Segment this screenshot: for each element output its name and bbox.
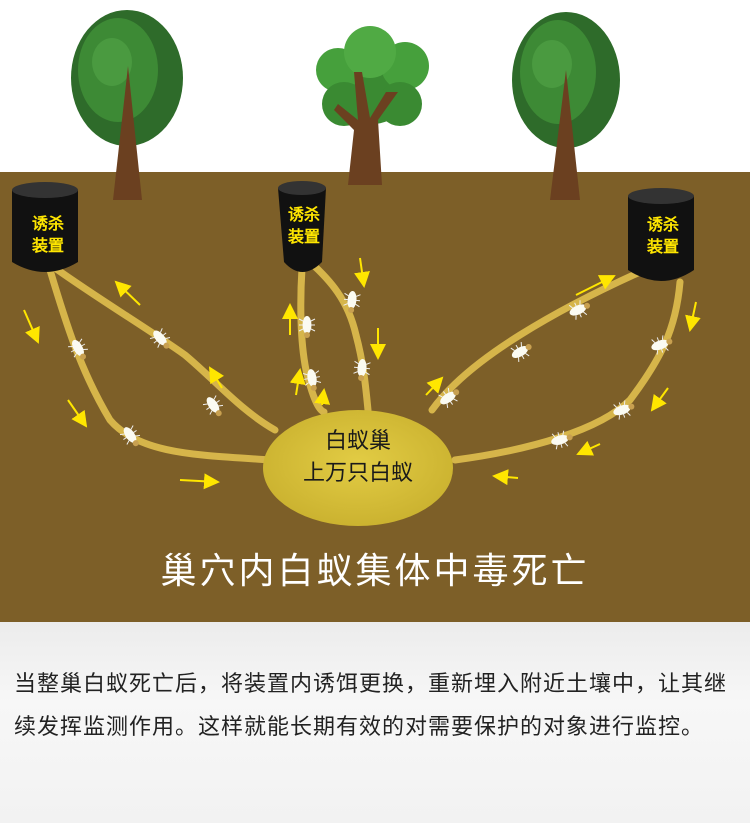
- description-panel: [0, 622, 750, 823]
- termite-icon: [119, 425, 141, 447]
- termite-icon: [568, 300, 591, 320]
- termite-icon: [613, 400, 635, 420]
- termite-nest: [263, 410, 453, 526]
- termite-icon: [149, 328, 171, 349]
- nest-label: 白蚁巢上万只白蚁: [302, 429, 413, 486]
- termite-icon: [651, 335, 673, 355]
- tree-icon: [71, 10, 183, 200]
- soil: [0, 172, 750, 623]
- description-text: 当整巢白蚁死亡后，将装置内诱饵更换，重新埋入附近土壤中，让其继续发挥监测作用。这…: [14, 672, 728, 740]
- termite-bait-illustration: [0, 10, 750, 623]
- bait-device: [278, 181, 326, 272]
- termite-icon: [551, 430, 573, 450]
- termite-icon: [302, 369, 322, 391]
- tree-icon: [316, 26, 429, 185]
- bait-device: [628, 188, 694, 281]
- bait-device-label: 诱杀装置: [646, 215, 679, 256]
- bait-device-label: 诱杀装置: [31, 214, 64, 255]
- termite-icon: [298, 316, 316, 338]
- bait-device: [12, 182, 78, 272]
- bait-device-label: 诱杀装置: [287, 205, 320, 246]
- termite-icon: [510, 342, 532, 362]
- termite-icon: [202, 395, 224, 417]
- termite-icon: [438, 387, 460, 409]
- termite-icon: [343, 291, 361, 313]
- termite-icon: [353, 359, 371, 381]
- arrow-icons: [23, 257, 701, 490]
- termite-icon: [68, 338, 88, 360]
- tree-icon: [512, 12, 620, 200]
- caption: 巢穴内白蚁集体中毒死亡: [160, 551, 590, 592]
